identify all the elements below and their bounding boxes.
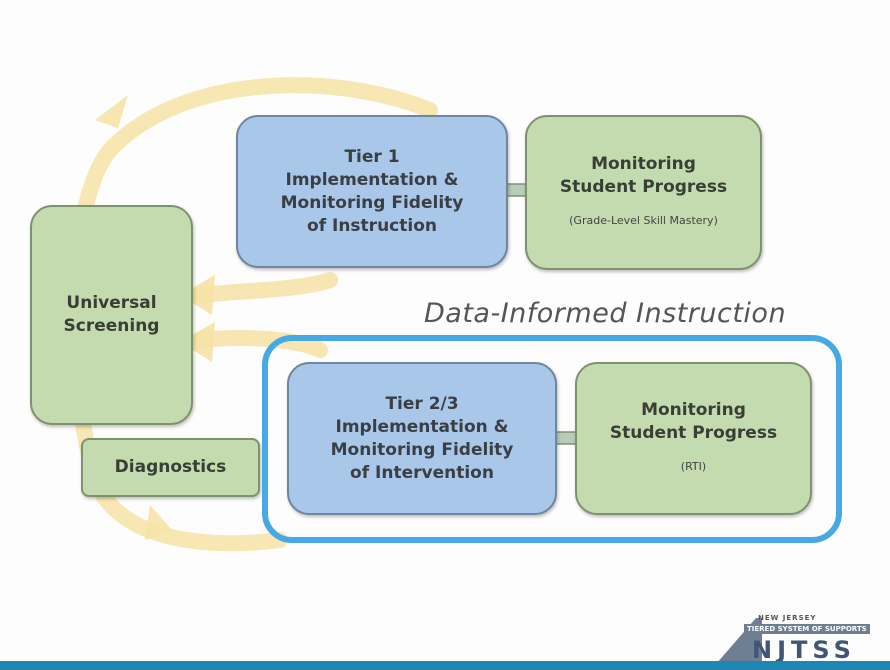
arrowhead-left2-icon xyxy=(180,322,215,362)
data-informed-highlight-frame xyxy=(262,335,842,543)
logo-line2: TIERED SYSTEM OF SUPPORTS xyxy=(744,624,870,634)
universal-screening-box: Universal Screening xyxy=(30,205,193,425)
tier1-line: Implementation & xyxy=(285,169,459,190)
monitoring-title: Student Progress xyxy=(609,423,778,443)
tier1-line: Tier 1 xyxy=(344,146,400,167)
tier1-box: Tier 1 Implementation & Monitoring Fidel… xyxy=(236,115,508,268)
tier23-return-arc xyxy=(192,330,328,358)
tier23-line: of Intervention xyxy=(350,462,494,483)
tier23-box: Tier 2/3 Implementation & Monitoring Fid… xyxy=(287,362,557,515)
njtss-logo: NEW JERSEY TIERED SYSTEM OF SUPPORTS NJT… xyxy=(716,612,874,664)
section-label: Data-Informed Instruction xyxy=(424,298,787,329)
arrowhead-bottom-icon xyxy=(145,505,172,540)
logo-line1: NEW JERSEY xyxy=(758,614,817,622)
monitoring-title: Monitoring xyxy=(641,400,746,420)
tier23-line: Monitoring Fidelity xyxy=(330,439,514,460)
monitoring-progress-box-2: Monitoring Student Progress (RTI) xyxy=(575,362,812,515)
monitoring-subtitle: (Grade-Level Skill Mastery) xyxy=(569,214,718,227)
tier1-line: of Instruction xyxy=(307,215,437,236)
logo-acronym: NJTSS xyxy=(752,636,856,664)
diagnostics-box: Diagnostics xyxy=(81,438,260,497)
universal-screening-label: Universal Screening xyxy=(63,293,160,336)
arrowhead-top-icon xyxy=(95,95,128,128)
bottom-bar xyxy=(0,661,890,670)
monitoring-title: Student Progress xyxy=(559,177,728,197)
monitoring-subtitle: (RTI) xyxy=(680,460,707,473)
tier1-line: Monitoring Fidelity xyxy=(280,192,464,213)
arrowhead-left1-icon xyxy=(180,275,215,315)
tier23-line: Implementation & xyxy=(335,416,509,437)
monitoring-progress-box-1: Monitoring Student Progress (Grade-Level… xyxy=(525,115,762,270)
tier23-line: Tier 2/3 xyxy=(385,393,459,414)
tier1-return-arc xyxy=(192,272,338,303)
diagnostics-label: Diagnostics xyxy=(114,457,227,477)
monitoring-title: Monitoring xyxy=(591,154,696,174)
